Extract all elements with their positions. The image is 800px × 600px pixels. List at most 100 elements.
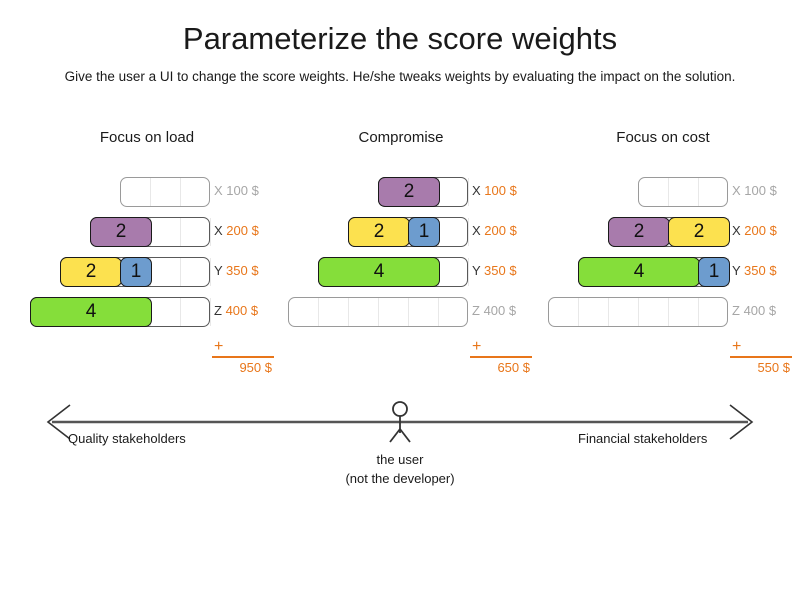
row-amount: 200 $ bbox=[740, 223, 777, 238]
weight-cell-yellow[interactable]: 2 bbox=[59, 256, 123, 287]
row-amount: 400 $ bbox=[221, 303, 259, 318]
weight-bar-slot[interactable] bbox=[579, 298, 609, 326]
weight-bar[interactable] bbox=[548, 296, 728, 328]
weight-bar-slot[interactable] bbox=[439, 218, 469, 246]
weight-bar-slot[interactable] bbox=[699, 178, 729, 206]
sum-plus-sign: + bbox=[214, 338, 224, 355]
weight-row: Z 400 $ bbox=[538, 292, 788, 332]
weight-bar-slot[interactable] bbox=[379, 298, 409, 326]
sum-total-value: 950 $ bbox=[239, 359, 272, 375]
weight-bar-slot[interactable] bbox=[699, 298, 729, 326]
weight-bar-slot[interactable] bbox=[289, 298, 319, 326]
weight-bar-slot[interactable] bbox=[439, 298, 469, 326]
weight-bar-slot[interactable] bbox=[181, 298, 211, 326]
stakeholder-axis bbox=[46, 401, 754, 443]
weight-bar-slot[interactable] bbox=[181, 218, 211, 246]
row-amount: 200 $ bbox=[222, 223, 259, 238]
weight-bar-slot[interactable] bbox=[349, 298, 379, 326]
actor-caption: the user (not the developer) bbox=[0, 450, 800, 488]
weight-cell-green[interactable]: 4 bbox=[29, 296, 153, 327]
sum-plus-sign: + bbox=[732, 338, 742, 355]
weight-cell-blue[interactable]: 1 bbox=[697, 256, 731, 287]
weight-bar-slot[interactable] bbox=[181, 258, 211, 286]
row-key: X bbox=[472, 183, 481, 198]
weight-cell-green[interactable]: 4 bbox=[577, 256, 701, 287]
row-key: X bbox=[214, 223, 223, 238]
row-key: Y bbox=[214, 263, 223, 278]
weight-bar-slot[interactable] bbox=[439, 258, 469, 286]
scenario-title: Focus on load bbox=[99, 129, 195, 146]
weight-bar[interactable] bbox=[638, 176, 728, 208]
weight-cell-yellow[interactable]: 2 bbox=[667, 216, 731, 247]
user-stick-figure bbox=[389, 401, 411, 443]
weight-bar-slot[interactable] bbox=[151, 258, 181, 286]
row-cost-label: X 100 $ bbox=[472, 182, 517, 200]
weight-bar[interactable]: 4 bbox=[317, 256, 469, 288]
weight-bar-slot[interactable] bbox=[319, 298, 349, 326]
weight-bar-slot[interactable] bbox=[121, 178, 151, 206]
weight-bar[interactable]: 4 bbox=[29, 296, 211, 328]
weight-cell-green[interactable]: 4 bbox=[317, 256, 441, 287]
weight-cell-blue[interactable]: 1 bbox=[407, 216, 441, 247]
row-cost-label: Z 400 $ bbox=[732, 302, 776, 320]
weight-bar-track[interactable] bbox=[288, 297, 468, 327]
axis-label-left: Quality stakeholders bbox=[68, 431, 186, 446]
sum-total-value: 550 $ bbox=[757, 359, 790, 375]
weight-bar-track[interactable]: 2 bbox=[89, 216, 211, 247]
row-cost-label: X 200 $ bbox=[732, 222, 777, 240]
weight-bar-track[interactable]: 2 bbox=[377, 176, 469, 207]
weight-cell-purple[interactable]: 2 bbox=[377, 176, 441, 207]
sum-rule bbox=[730, 356, 792, 358]
weight-bar-slot[interactable] bbox=[669, 298, 699, 326]
weight-bar-slot[interactable] bbox=[549, 298, 579, 326]
row-cost-label: X 100 $ bbox=[214, 182, 259, 200]
sum-rule bbox=[470, 356, 532, 358]
weight-cell-purple[interactable]: 2 bbox=[607, 216, 671, 247]
weight-bar[interactable] bbox=[288, 296, 468, 328]
weight-bar-slot[interactable] bbox=[639, 298, 669, 326]
weight-bar-track[interactable]: 4 bbox=[29, 296, 211, 327]
weight-bar-slot[interactable] bbox=[151, 218, 181, 246]
weight-bar-slot[interactable] bbox=[181, 178, 211, 206]
row-key: Y bbox=[472, 263, 481, 278]
weight-bar-slot[interactable] bbox=[409, 298, 439, 326]
weight-bar-slot[interactable] bbox=[151, 298, 181, 326]
weight-bar-track[interactable]: 4 bbox=[317, 256, 469, 287]
weight-bar[interactable] bbox=[120, 176, 210, 208]
weight-bar-slot[interactable] bbox=[151, 178, 181, 206]
weight-bar[interactable]: 2 bbox=[377, 176, 469, 208]
scenario-total: +950 $ bbox=[212, 338, 274, 376]
row-key: X bbox=[732, 183, 741, 198]
weight-cell-yellow[interactable]: 2 bbox=[347, 216, 411, 247]
sum-rule bbox=[212, 356, 274, 358]
row-amount: 350 $ bbox=[740, 263, 777, 278]
weight-bar-slot[interactable] bbox=[639, 178, 669, 206]
weight-cell-blue[interactable]: 1 bbox=[119, 256, 153, 287]
weight-bar-slot[interactable] bbox=[669, 178, 699, 206]
row-cost-label: X 100 $ bbox=[732, 182, 777, 200]
weight-cell-purple[interactable]: 2 bbox=[89, 216, 153, 247]
weight-bar-slot[interactable] bbox=[609, 298, 639, 326]
row-amount: 350 $ bbox=[480, 263, 517, 278]
sum-plus-sign: + bbox=[472, 338, 482, 355]
weight-bar[interactable]: 2 bbox=[89, 216, 211, 248]
weight-bar-track[interactable] bbox=[548, 297, 728, 327]
row-amount: 350 $ bbox=[222, 263, 259, 278]
weight-bar-track[interactable] bbox=[638, 177, 728, 207]
weight-bar-track[interactable] bbox=[120, 177, 210, 207]
weight-bar-slot[interactable] bbox=[439, 178, 469, 206]
weight-row: 4 Y 350 $ bbox=[276, 252, 526, 292]
